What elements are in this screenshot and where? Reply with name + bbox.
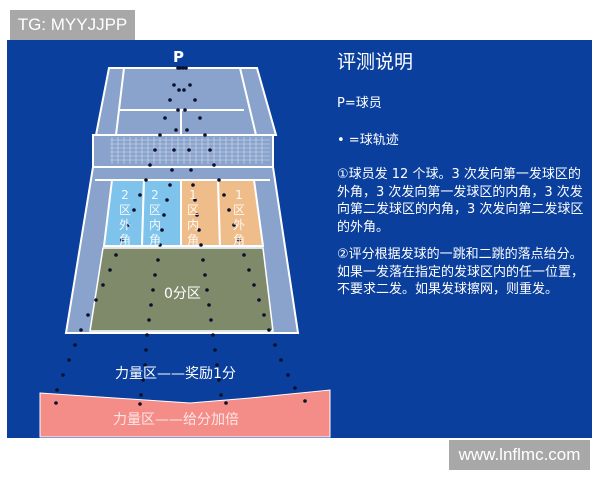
power-zone-bonus-label: 力量区——奖励1分 [115, 366, 236, 382]
legend-rule-2: ②评分根据发球的一跳和二跳的落点给分。如果一发落在指定的发球区内的任一位置，不要… [337, 247, 585, 297]
watermark-top: TG: MYYJJPP [10, 10, 135, 40]
player-label: P [173, 48, 184, 66]
power-zone-double-label: 力量区——给分加倍 [113, 412, 239, 428]
trajectory-dots-2 [138, 66, 182, 406]
legend-trajectory-key: • =球轨迹 [337, 133, 399, 148]
power-zone-band [39, 389, 331, 438]
trajectory-dots-4 [184, 66, 307, 403]
zero-zone [89, 247, 274, 332]
legend-title: 评测说明 [337, 51, 414, 73]
trajectory-dots-1 [54, 66, 180, 405]
legend-player-key: P=球员 [337, 96, 382, 111]
watermark-bottom: www.lnflmc.com [449, 440, 590, 470]
far-court [94, 67, 278, 136]
legend: 评测说明 P=球员 • =球轨迹 ①球员发 12 个球。3 次发向第一发球区的外… [337, 47, 587, 309]
trajectory-dots-3 [181, 66, 228, 405]
legend-rule-1: ①球员发 12 个球。3 次发向第一发球区的外角，3 次发向第一发球区的内角，3… [337, 167, 584, 235]
zero-zone-label: 0分区 [164, 286, 201, 302]
